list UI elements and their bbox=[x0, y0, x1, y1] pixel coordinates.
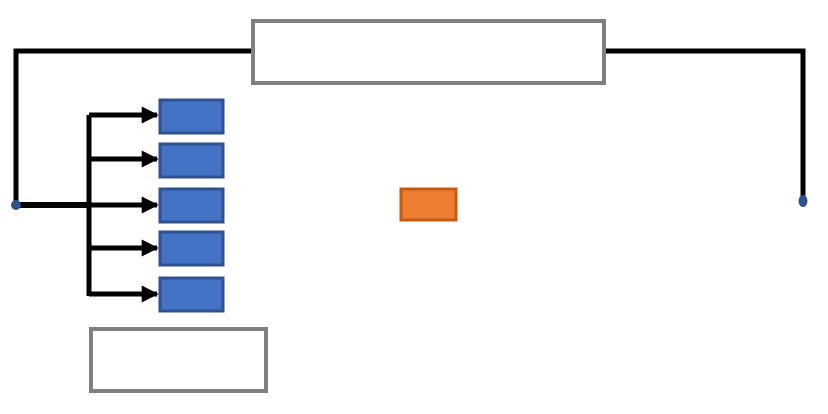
top-box bbox=[251, 19, 606, 85]
stack-box-5 bbox=[158, 276, 225, 313]
stack-box-1 bbox=[158, 98, 225, 135]
stack-box-3 bbox=[158, 187, 225, 224]
stack-box-4 bbox=[158, 230, 225, 267]
branch-arrows bbox=[89, 106, 159, 303]
stack-box-2 bbox=[158, 142, 225, 179]
center-box bbox=[399, 187, 458, 222]
bottom-box bbox=[89, 327, 268, 393]
left-endpoint-dot bbox=[11, 200, 21, 210]
stack-boxes bbox=[158, 98, 225, 313]
right-endpoint-dot bbox=[798, 195, 808, 207]
